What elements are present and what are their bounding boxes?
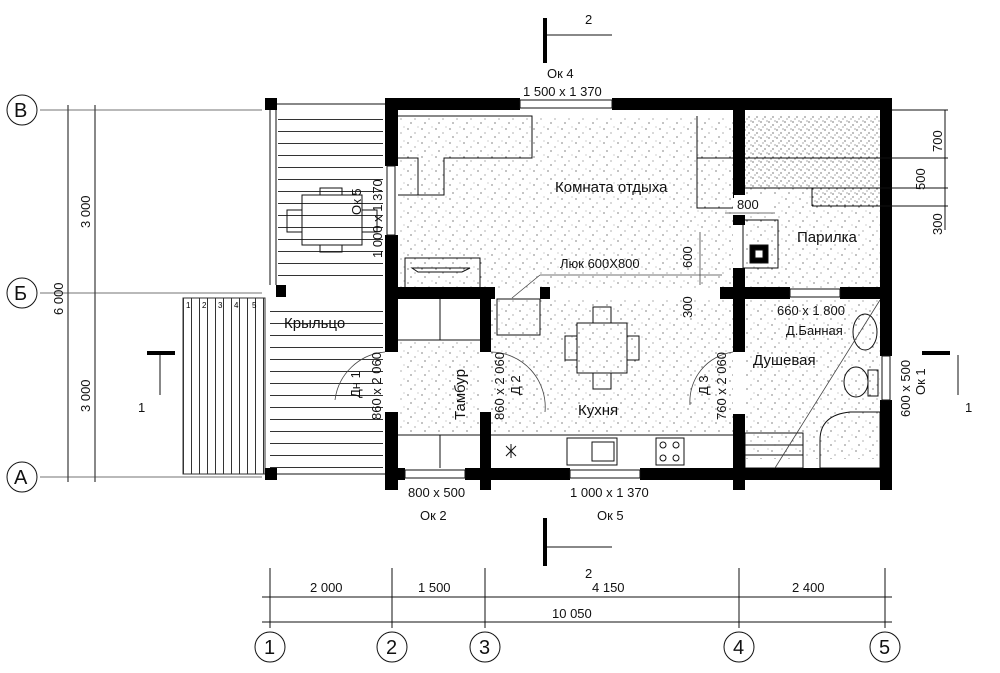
window-ok4-label: Ок 4 [547,66,574,81]
window-ok5-size: 1 000 x 1 370 [570,485,649,500]
window-ok5-left-label: Ок 5 [349,188,364,215]
left-dimension-lines [40,105,262,482]
room-rest: Комната отдыха [555,179,668,196]
floor-fills [182,110,880,475]
windows [386,99,891,479]
section-1-left: 1 [138,351,175,415]
window-ok5-label: Ок 5 [597,508,624,523]
window-ok1-label: Ок 1 [913,368,928,395]
axis-row-v: В [6,94,38,126]
walls [385,98,892,490]
dim-stove-300: 300 [680,296,695,318]
svg-text:1: 1 [138,400,145,415]
door-d3-label: Д 3 [696,375,711,395]
dim-bottom-1-2: 2 000 [310,580,343,595]
step-number: 3 [218,301,223,310]
door-dn1-label: Дн 1 [348,371,363,398]
svg-text:1: 1 [965,400,972,415]
room-porch: Крыльцо [284,315,345,332]
svg-text:Б: Б [14,283,27,305]
step-number: 4 [234,301,239,310]
section-1-right: 1 [922,351,972,415]
svg-text:2: 2 [585,566,592,581]
axis-col-3: 3 [469,631,501,663]
step-number: 5 [252,301,257,310]
bath-door-label: Д.Банная [786,323,843,338]
room-kitchen: Кухня [578,402,618,419]
svg-text:4: 4 [733,637,744,659]
window-ok2-label: Ок 2 [420,508,447,523]
hatch-label: Люк 600X800 [560,256,640,271]
door-swings [334,274,734,413]
bath-door-size: 660 x 1 800 [777,303,845,318]
dim-bottom-total: 10 050 [552,606,592,621]
dim-bottom-4-5: 2 400 [792,580,825,595]
right-dimension-lines [880,109,948,230]
dim-left-lower: 3 000 [78,379,93,412]
window-ok1-size: 600 x 500 [898,360,913,417]
door-d3-size: 760 x 2 060 [714,352,729,420]
dim-700: 700 [930,130,945,152]
bottom-dimension-lines [262,568,892,628]
dim-stove-600: 600 [680,246,695,268]
axis-col-1: 1 [254,631,286,663]
svg-text:А: А [14,467,28,489]
door-d2-size: 860 x 2 060 [492,352,507,420]
furniture [286,115,881,469]
window-ok2-size: 800 x 500 [408,485,465,500]
svg-text:2: 2 [386,637,397,659]
svg-text:5: 5 [879,637,890,659]
svg-text:1: 1 [264,637,275,659]
window-ok4-size: 1 500 x 1 370 [523,84,602,99]
room-shower: Душевая [753,352,816,369]
door-d2-label: Д 2 [508,375,523,395]
axis-row-b: Б [6,277,38,309]
dim-stove-800: 800 [737,197,759,212]
axis-col-5: 5 [869,631,901,663]
dim-left-upper: 3 000 [78,195,93,228]
svg-text:В: В [14,100,27,122]
axis-row-a: А [6,461,38,493]
dim-500: 500 [913,168,928,190]
svg-text:2: 2 [585,12,592,27]
axis-col-4: 4 [723,631,755,663]
section-2-bottom: 2 [543,518,612,581]
step-number: 2 [202,301,207,310]
room-steam: Парилка [797,229,857,246]
porch-rails [265,98,385,480]
stair-steps: 1 2 3 4 5 [186,301,257,310]
dim-300: 300 [930,213,945,235]
dim-bottom-2-3: 1 500 [418,580,451,595]
door-dn1-size: 860 x 2 060 [369,352,384,420]
dim-left-total: 6 000 [51,282,66,315]
svg-text:3: 3 [479,637,490,659]
dim-bottom-3-4: 4 150 [592,580,625,595]
room-vestibule: Тамбур [452,369,469,420]
window-ok5-left-size: 1 000 x 1 370 [370,179,385,258]
axis-col-2: 2 [376,631,408,663]
section-2-top: 2 [543,12,612,63]
step-number: 1 [186,301,191,310]
sauna-shelves [745,157,880,207]
